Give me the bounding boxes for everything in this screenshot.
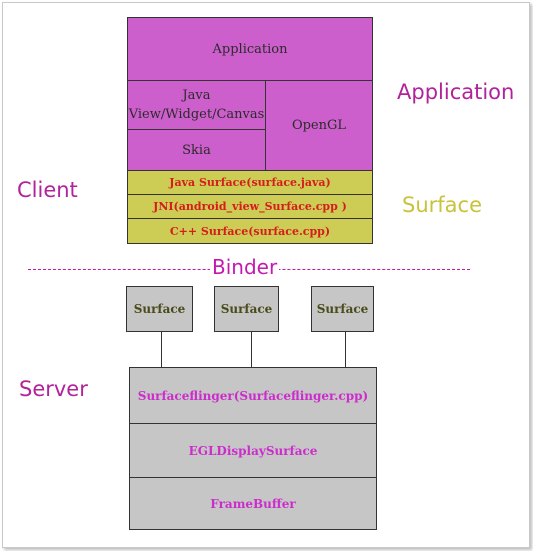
opengl-box: OpenGL xyxy=(265,80,373,171)
server-surface-box: Surface xyxy=(126,286,193,332)
cpp-surface-label: C++ Surface(surface.cpp) xyxy=(169,224,331,238)
jni-box: JNI(android_view_Surface.cpp ) xyxy=(127,194,373,219)
framebuffer-box: FrameBuffer xyxy=(129,477,377,530)
binder-label: Binder xyxy=(210,255,280,279)
java-surface-box: Java Surface(surface.java) xyxy=(127,170,373,195)
application-box-label: Application xyxy=(212,41,288,57)
server-surface-box: Surface xyxy=(311,286,374,332)
skia-box: Skia xyxy=(127,129,266,171)
connector-line xyxy=(345,332,346,367)
surface-side-label: Surface xyxy=(402,193,483,217)
server-surface-label: Surface xyxy=(133,302,186,316)
client-side-label: Client xyxy=(17,178,78,202)
java-view-box: Java View/Widget/Canvas xyxy=(127,80,266,130)
connector-line xyxy=(251,332,252,367)
opengl-box-label: OpenGL xyxy=(291,118,347,133)
application-box: Application xyxy=(127,17,373,81)
skia-box-label: Skia xyxy=(182,142,211,158)
surfaceflinger-label: Surfaceflinger(Surfaceflinger.cpp) xyxy=(137,388,369,403)
server-surface-label: Surface xyxy=(220,302,273,316)
java-surface-label: Java Surface(surface.java) xyxy=(169,176,331,189)
jni-label: JNI(android_view_Surface.cpp ) xyxy=(153,200,347,213)
java-view-box-label: Java View/Widget/Canvas xyxy=(128,88,265,122)
egl-display-surface-box: EGLDisplaySurface xyxy=(129,423,377,478)
connector-line xyxy=(161,332,162,367)
cpp-surface-box: C++ Surface(surface.cpp) xyxy=(127,218,373,244)
application-side-label: Application xyxy=(397,80,515,104)
server-surface-box: Surface xyxy=(214,286,279,332)
server-surface-label: Surface xyxy=(316,302,369,316)
framebuffer-label: FrameBuffer xyxy=(210,496,296,511)
server-side-label: Server xyxy=(19,377,88,401)
surfaceflinger-box: Surfaceflinger(Surfaceflinger.cpp) xyxy=(129,367,377,424)
egl-display-surface-label: EGLDisplaySurface xyxy=(188,443,318,458)
